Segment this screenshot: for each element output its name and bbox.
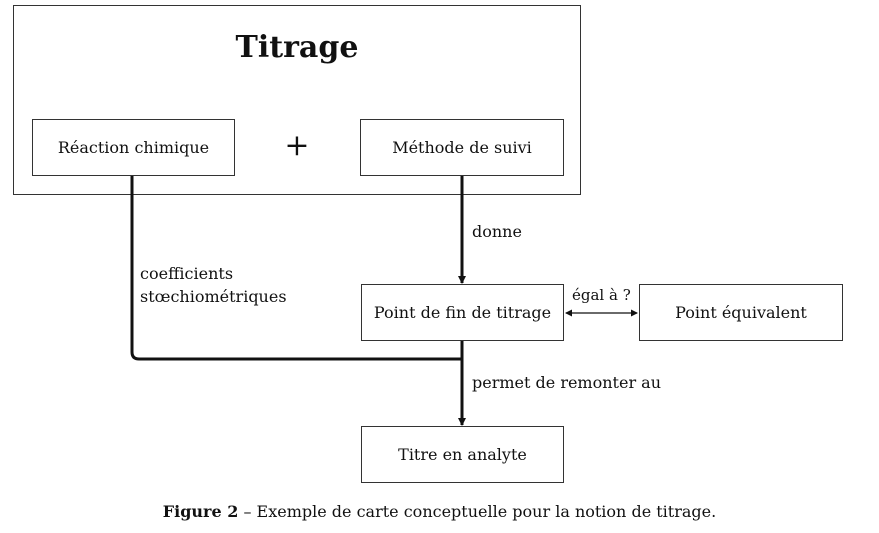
methode-de-suivi-label: Méthode de suivi: [392, 138, 532, 157]
diagram-title: Titrage: [235, 30, 359, 65]
coefficients-connector: [130, 176, 462, 361]
coefficients-label-line2: stœchiométriques: [140, 287, 287, 306]
point-equivalent-node: Point équivalent: [639, 284, 843, 341]
figure-number: Figure 2: [162, 502, 239, 521]
plus-sign: +: [284, 128, 310, 163]
donne-label: donne: [472, 222, 522, 241]
titre-analyte-node: Titre en analyte: [361, 426, 564, 483]
figure-caption: Figure 2 – Exemple de carte conceptuelle…: [0, 502, 879, 521]
titrage-frame: [13, 5, 581, 195]
reaction-chimique-label: Réaction chimique: [57, 138, 210, 157]
point-fin-titrage-node: Point de fin de titrage: [361, 284, 564, 341]
point-fin-titrage-label: Point de fin de titrage: [373, 303, 552, 322]
point-equivalent-label: Point équivalent: [675, 303, 807, 322]
methode-de-suivi-node: Méthode de suivi: [360, 119, 564, 176]
permet-label: permet de remonter au: [472, 373, 662, 392]
caption-text: – Exemple de carte conceptuelle pour la …: [238, 502, 717, 521]
egal-label: égal à ?: [572, 286, 631, 304]
coefficients-label-line1: coefficients: [140, 264, 234, 283]
titre-analyte-label: Titre en analyte: [398, 445, 527, 464]
reaction-chimique-node: Réaction chimique: [32, 119, 235, 176]
